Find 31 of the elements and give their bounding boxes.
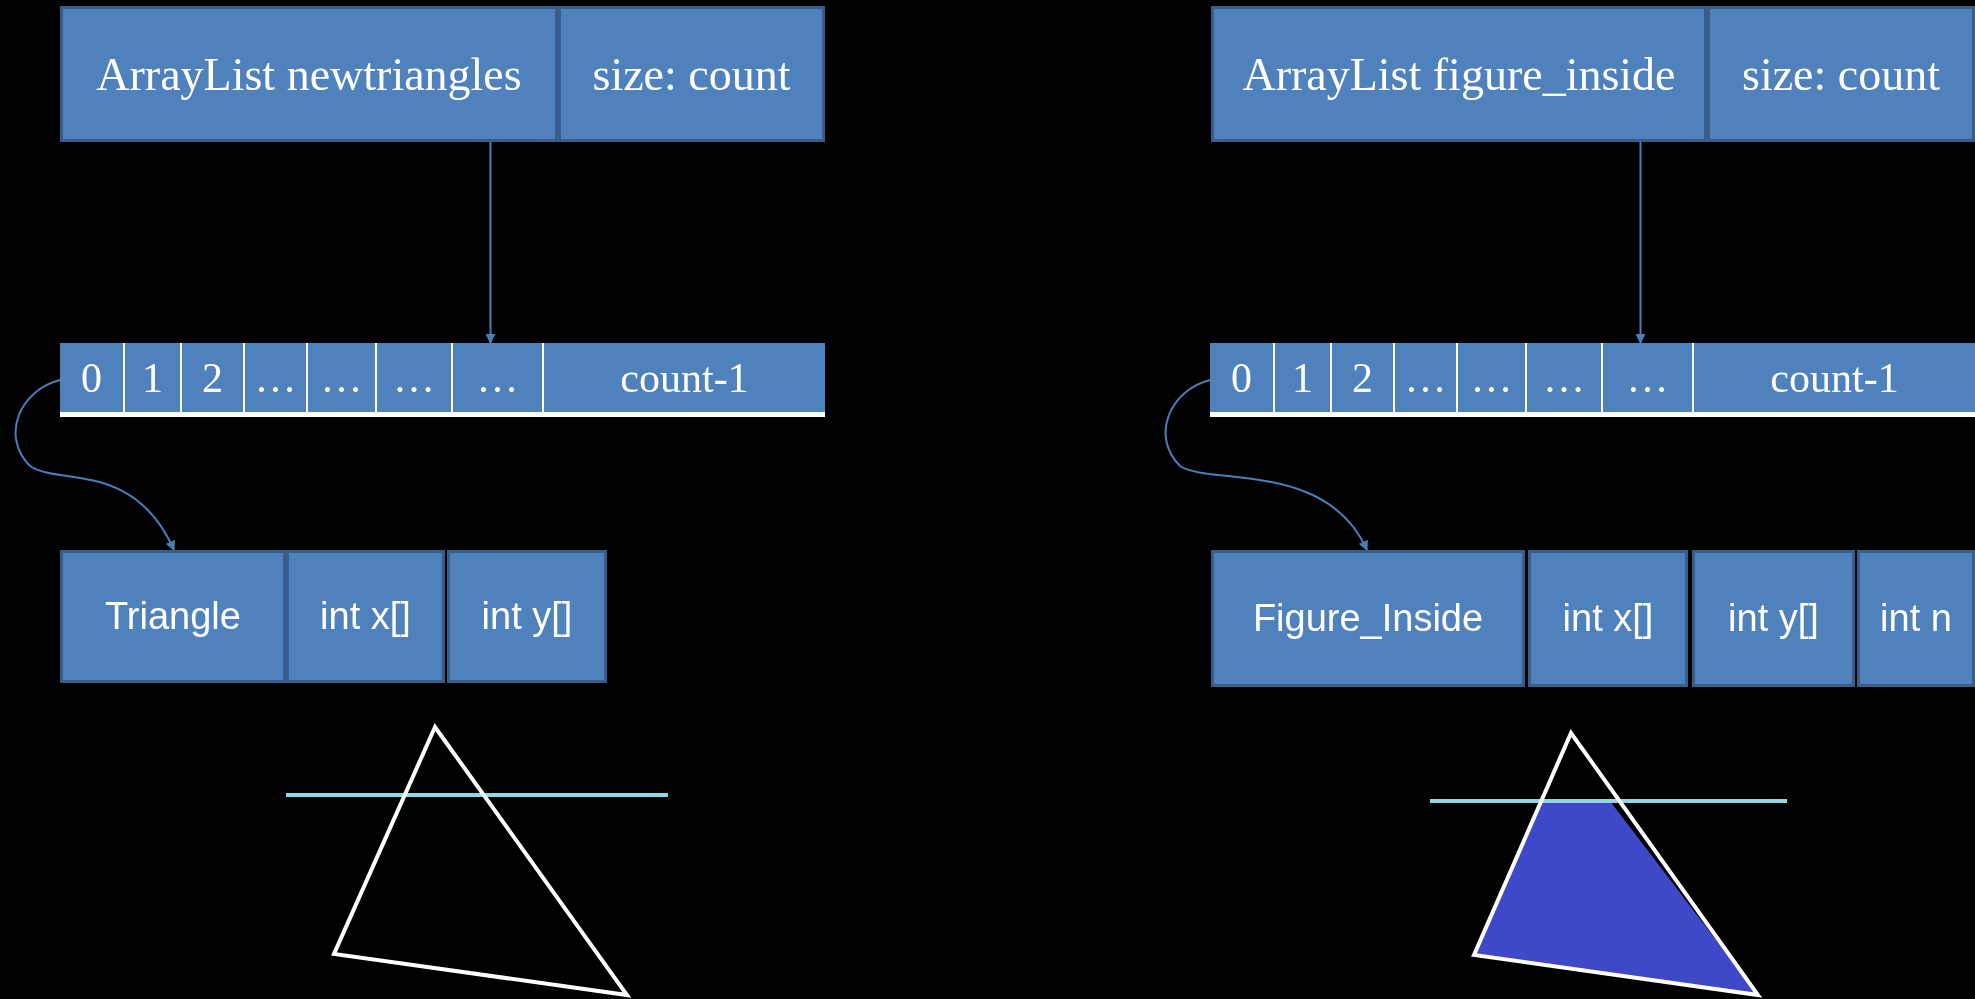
field-box: Figure_Inside [1211, 550, 1525, 687]
array-cell: 0 [1210, 343, 1273, 417]
array-cell: … [1456, 343, 1525, 417]
array-cell: … [243, 343, 306, 417]
array-cell: … [451, 343, 542, 417]
arrow [14, 379, 175, 551]
array-cell: count-1 [1692, 343, 1975, 417]
arrow [1635, 141, 1646, 344]
field-box: int y[] [1692, 550, 1855, 687]
array-cell: … [375, 343, 451, 417]
field-box: ArrayList newtriangles [60, 6, 558, 142]
array-cell: … [1393, 343, 1456, 417]
array-cell: … [1525, 343, 1601, 417]
array-cell: 2 [1330, 343, 1393, 417]
array-cell: 1 [1273, 343, 1330, 417]
array-cell: count-1 [542, 343, 825, 417]
field-box: Triangle [60, 550, 286, 683]
field-box: size: count [558, 6, 825, 142]
field-box: int y[] [447, 550, 607, 683]
array-cell: 1 [123, 343, 180, 417]
arrow [1164, 379, 1368, 551]
field-box: int x[] [286, 550, 445, 683]
array-cell: … [306, 343, 375, 417]
array-cell: 2 [180, 343, 243, 417]
field-box: int n [1857, 550, 1975, 687]
arrow [485, 141, 496, 344]
field-box: ArrayList figure_inside [1211, 6, 1707, 142]
array-cell: 0 [60, 343, 123, 417]
array-cell: … [1601, 343, 1692, 417]
field-box: int x[] [1528, 550, 1688, 687]
field-box: size: count [1707, 6, 1975, 142]
